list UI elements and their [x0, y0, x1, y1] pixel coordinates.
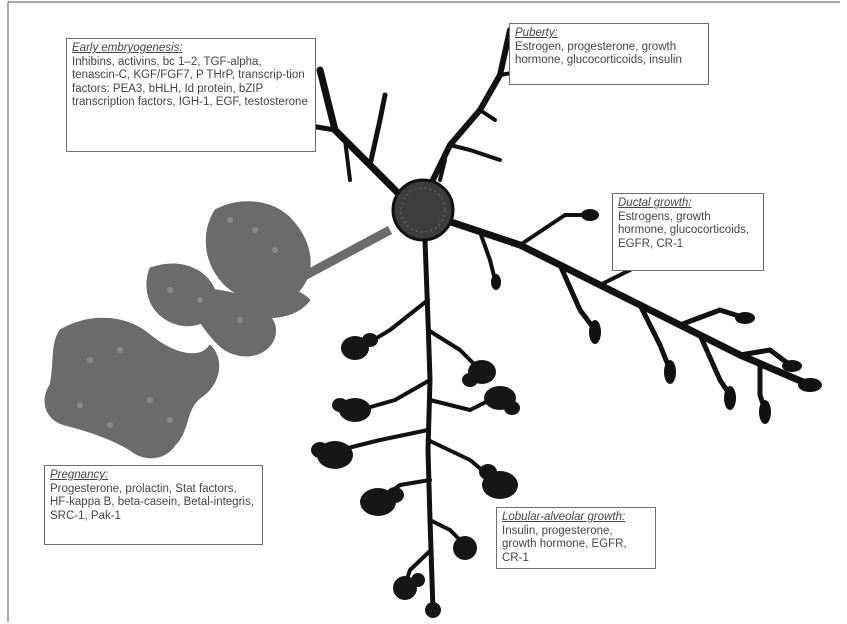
- puberty-title: Puberty: [515, 27, 703, 41]
- early-embryogenesis-factors: Inhibins, activins, bc 1–2, TGF-alpha, t…: [72, 56, 310, 110]
- early-embryogenesis-box: Early embryogenesis Inhibins, activins, …: [66, 38, 316, 152]
- alveolar-clusters: [311, 333, 520, 618]
- pregnancy-title: Pregnancy: [50, 469, 257, 483]
- ductal-growth-title: Ductal growth: [618, 197, 758, 211]
- ductal-growth-factors: Estrogens, growth hormone, glucocorticoi…: [618, 211, 758, 252]
- puberty-factors: Estrogen, progesterone, growth hormone, …: [515, 41, 703, 68]
- lobular-alveolar-growth-title: Lobular-alveolar growth: [502, 511, 650, 525]
- ductal-growth-box: Ductal growth Estrogens, growth hormone,…: [612, 193, 764, 271]
- lobular-alveolar-growth-factors: Insulin, progesterone, growth hormone, E…: [502, 525, 650, 566]
- pregnancy-lobules: [45, 202, 390, 458]
- puberty-box: Puberty Estrogen, progesterone, growth h…: [509, 23, 709, 85]
- early-embryogenesis-title: Early embryogenesis: [72, 42, 310, 56]
- lobular-alveolar-growth-box: Lobular-alveolar growth Insulin, progest…: [496, 507, 656, 569]
- pregnancy-factors: Progesterone, prolactin, Stat factors, H…: [50, 483, 257, 524]
- pregnancy-box: Pregnancy Progesterone, prolactin, Stat …: [44, 465, 263, 545]
